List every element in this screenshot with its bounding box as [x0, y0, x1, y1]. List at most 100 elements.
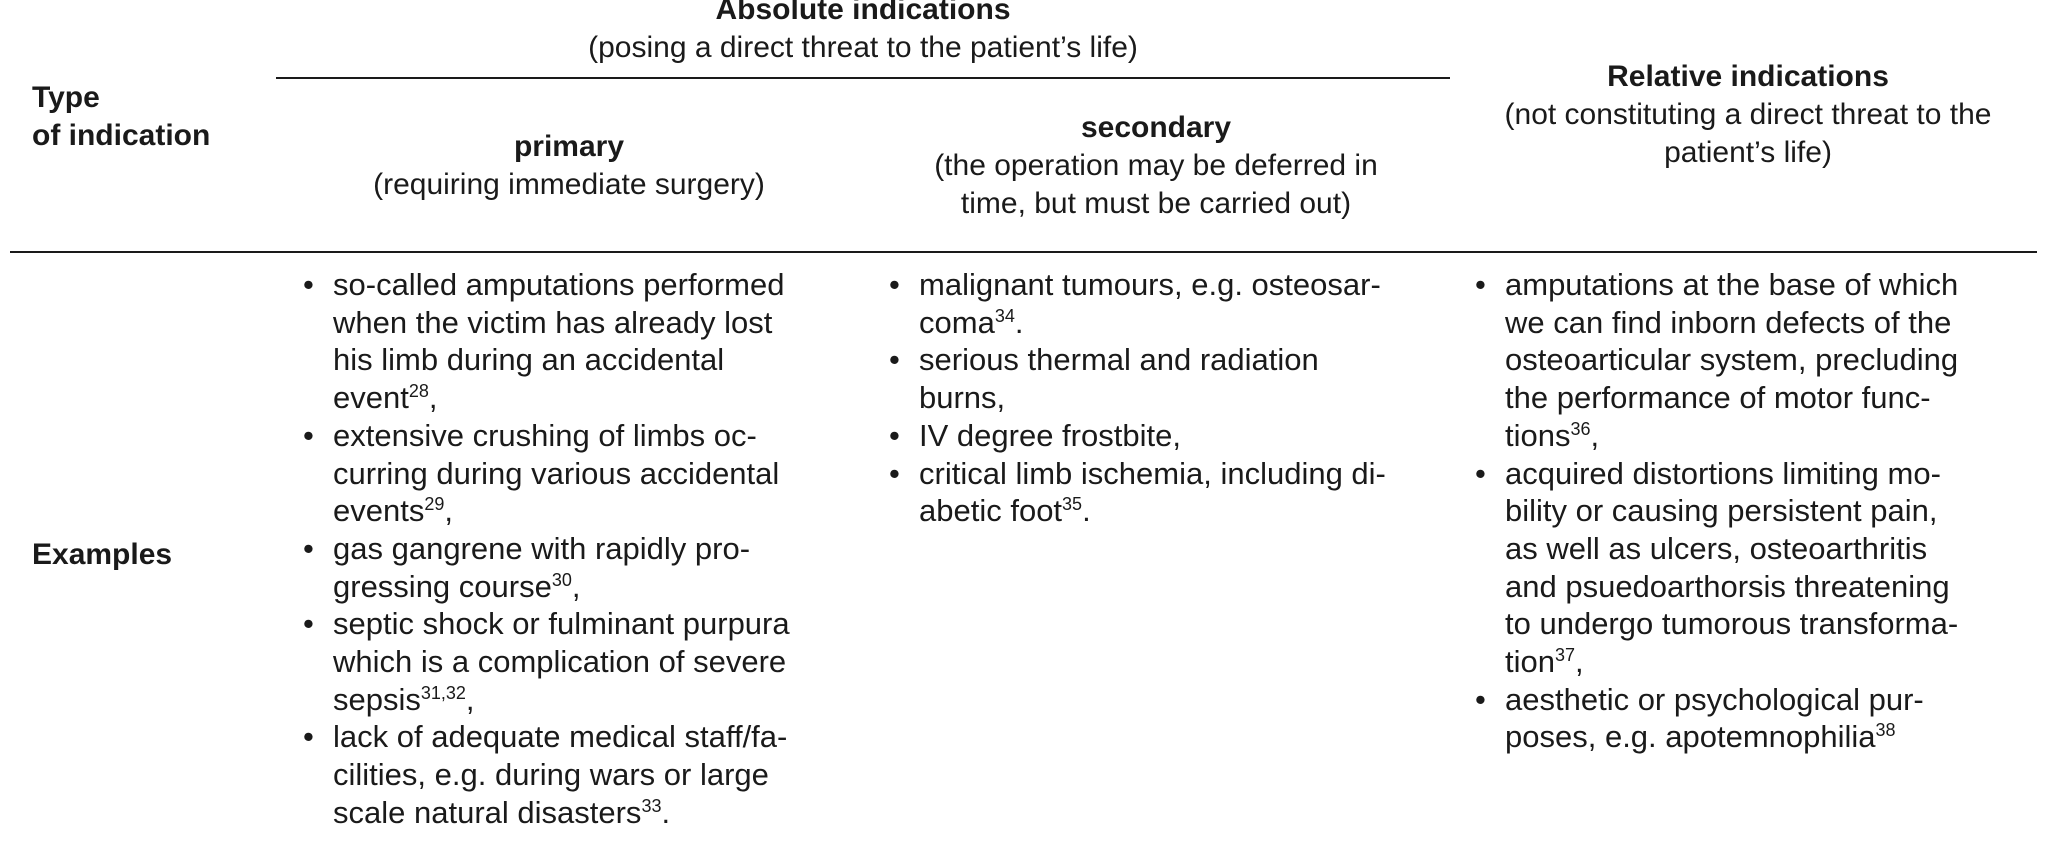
relative-subtitle-line2: patient’s life)	[1664, 136, 1832, 169]
list-item: •acquired distortions limiting mo-bility…	[1472, 455, 2042, 681]
reference-superscript: 29	[424, 494, 445, 515]
secondary-title: secondary	[1080, 111, 1232, 144]
list-item-text: IV degree frostbite,	[919, 417, 1181, 453]
list-item-text: cilities, e.g. during wars or large	[333, 757, 769, 793]
list-item-text: amputations at the base of which	[1505, 267, 1959, 302]
list-item-line: malignant tumours, e.g. osteosar-	[919, 266, 1446, 304]
list-item-line: event28,	[333, 379, 850, 417]
list-item-text: septic shock or fulminant purpura	[333, 606, 790, 642]
list-item-line: to undergo tumorous transforma-	[1505, 605, 2042, 643]
bullet-icon: •	[303, 719, 314, 755]
relative-subtitle-line1: (not constituting a direct threat to the	[1504, 98, 1992, 131]
list-item-line: gas gangrene with rapidly pro-	[333, 530, 850, 568]
list-item-line: and psuedoarthorsis threatening	[1505, 568, 2042, 606]
bullet-icon: •	[1475, 681, 1486, 717]
bullet-icon: •	[303, 267, 314, 302]
primary-title: primary	[513, 130, 625, 163]
list-item-text: sepsis	[333, 681, 421, 717]
list-item-line: gressing course30,	[333, 568, 850, 606]
list-item-text: tion	[1505, 644, 1555, 680]
reference-superscript: 33	[641, 795, 662, 816]
type-label-line1: Type	[32, 81, 100, 114]
list-item-text: lack of adequate medical staff/fa-	[333, 719, 788, 755]
list-item-text: to undergo tumorous transforma-	[1505, 606, 1959, 642]
list-item-text: bility or causing persistent pain,	[1505, 493, 1938, 529]
reference-superscript: 36	[1570, 418, 1591, 439]
reference-superscript: 38	[1875, 720, 1896, 741]
list-item-line: burns,	[919, 379, 1446, 417]
bullet-icon: •	[1475, 267, 1486, 302]
reference-superscript: 28	[408, 381, 429, 402]
secondary-subtitle-line1: (the operation may be deferred in	[934, 149, 1378, 182]
list-item-text: serious thermal and radiation	[919, 342, 1319, 378]
list-item-text: aesthetic or psychological pur-	[1505, 681, 1924, 717]
list-item-line: amputations at the base of which	[1505, 266, 2042, 304]
bullet-icon: •	[889, 417, 900, 453]
list-item-line: bility or causing persistent pain,	[1505, 492, 2042, 530]
list-item: •gas gangrene with rapidly pro-gressing …	[300, 530, 850, 605]
reference-superscript: 37	[1554, 645, 1576, 666]
list-item-line: so-called amputations performed	[333, 266, 850, 304]
list-item-line: aesthetic or psychological pur-	[1505, 681, 2042, 719]
list-item-text: his limb during an accidental	[333, 342, 725, 378]
examples-label: Examples	[32, 538, 173, 571]
reference-superscript: 34	[994, 305, 1015, 326]
list-item-text: the performance of motor func-	[1505, 380, 1931, 416]
list-item-line: which is a complication of severe	[333, 643, 850, 681]
list-item-line: abetic foot35.	[919, 492, 1446, 530]
list-item-line: osteoarticular system, precluding	[1505, 341, 2042, 379]
secondary-examples-list: • malignant tumours, e.g. osteosar-coma34…	[886, 266, 1446, 530]
bullet-icon: •	[889, 342, 900, 378]
absolute-indications-subtitle: (posing a direct threat to the patient’s…	[588, 31, 1138, 64]
absolute-indications-title: Absolute indications	[715, 0, 1011, 26]
bullet-icon: •	[889, 455, 900, 491]
list-item-text: malignant tumours, e.g. osteosar-	[919, 267, 1381, 302]
relative-indications-title: Relative indications	[1607, 60, 1889, 93]
list-item-punctuation: ,	[1575, 644, 1584, 680]
list-item-text: osteoarticular system, precluding	[1505, 342, 1959, 378]
list-item-line: his limb during an accidental	[333, 341, 850, 379]
list-item-punctuation: .	[661, 794, 671, 830]
list-item-text: abetic foot	[919, 493, 1063, 529]
list-item-line: when the victim has already lost	[333, 304, 850, 342]
list-item-text: extensive crushing of limbs oc-	[333, 417, 757, 453]
list-item-text: events	[333, 493, 425, 529]
list-item-line: coma34.	[919, 304, 1446, 342]
list-item-punctuation: .	[1014, 304, 1024, 340]
list-item-text: we can find inborn defects of the	[1505, 304, 1952, 340]
primary-header: primary (requiring immediate surgery)	[276, 128, 862, 204]
list-item: • lack of adequate medical staff/fa-cilit…	[300, 718, 850, 831]
type-label-line2: of indication	[32, 119, 211, 152]
relative-indications-header: Relative indications (not constituting a…	[1450, 58, 2046, 172]
list-item-line: scale natural disasters33.	[333, 794, 850, 832]
bullet-icon: •	[303, 417, 314, 453]
list-item-punctuation: .	[1082, 493, 1091, 529]
list-item-text: coma	[919, 304, 995, 340]
absolute-underline	[276, 77, 1450, 79]
list-item-punctuation: ,	[428, 380, 438, 416]
list-item-line: poses, e.g. apotemnophilia38	[1505, 718, 2042, 756]
list-item-line: tion37,	[1505, 643, 2042, 681]
list-item-text: gas gangrene with rapidly pro-	[333, 530, 751, 566]
reference-superscript: 30	[551, 569, 572, 590]
list-item-line: events29,	[333, 492, 850, 530]
list-item-line: extensive crushing of limbs oc-	[333, 417, 850, 455]
list-item-line: IV degree frostbite,	[919, 417, 1446, 455]
absolute-indications-header: Absolute indications (posing a direct th…	[276, 0, 1450, 67]
list-item-line: tions36,	[1505, 417, 2042, 455]
list-item-text: event	[333, 380, 409, 416]
bullet-icon: •	[303, 606, 314, 642]
list-item-text: burns,	[919, 380, 1006, 416]
reference-superscript: 35	[1062, 494, 1083, 515]
list-item: • aesthetic or psychological pur-poses, e…	[1472, 681, 2042, 756]
list-item-text: curring during various accidental	[333, 455, 780, 491]
list-item-punctuation: ,	[571, 568, 581, 604]
list-item-text: which is a complication of severe	[333, 644, 787, 680]
list-item: •malignant tumours, e.g. osteosar-coma34…	[886, 266, 1446, 341]
list-item-punctuation: ,	[465, 681, 475, 717]
list-item-text: scale natural disasters	[333, 794, 642, 830]
